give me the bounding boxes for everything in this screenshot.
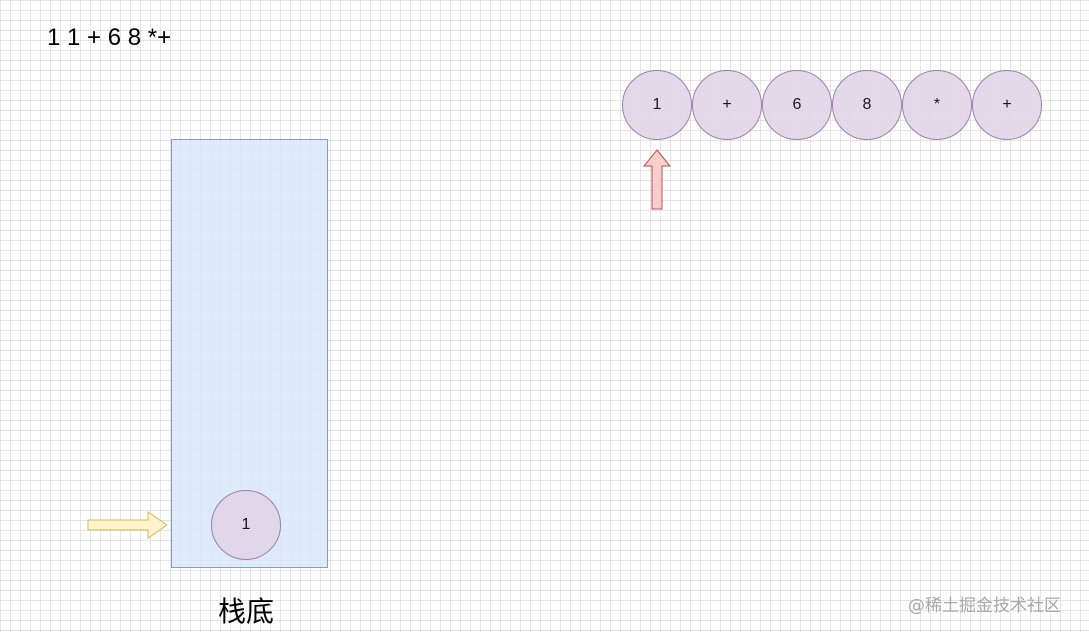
sequence-node: + <box>972 70 1042 140</box>
stack-bottom-label: 栈底 <box>218 595 275 628</box>
stack-item: 1 <box>211 490 281 560</box>
sequence-node: + <box>692 70 762 140</box>
push-arrow-icon <box>87 511 168 539</box>
sequence-node: 8 <box>832 70 902 140</box>
watermark: @稀土掘金技术社区 <box>908 596 1061 616</box>
sequence-node: 1 <box>622 70 692 140</box>
postfix-expression: 1 1 + 6 8 *+ <box>47 24 172 51</box>
current-pointer-arrow-icon <box>642 149 672 210</box>
sequence-node: 6 <box>762 70 832 140</box>
sequence-node: * <box>902 70 972 140</box>
